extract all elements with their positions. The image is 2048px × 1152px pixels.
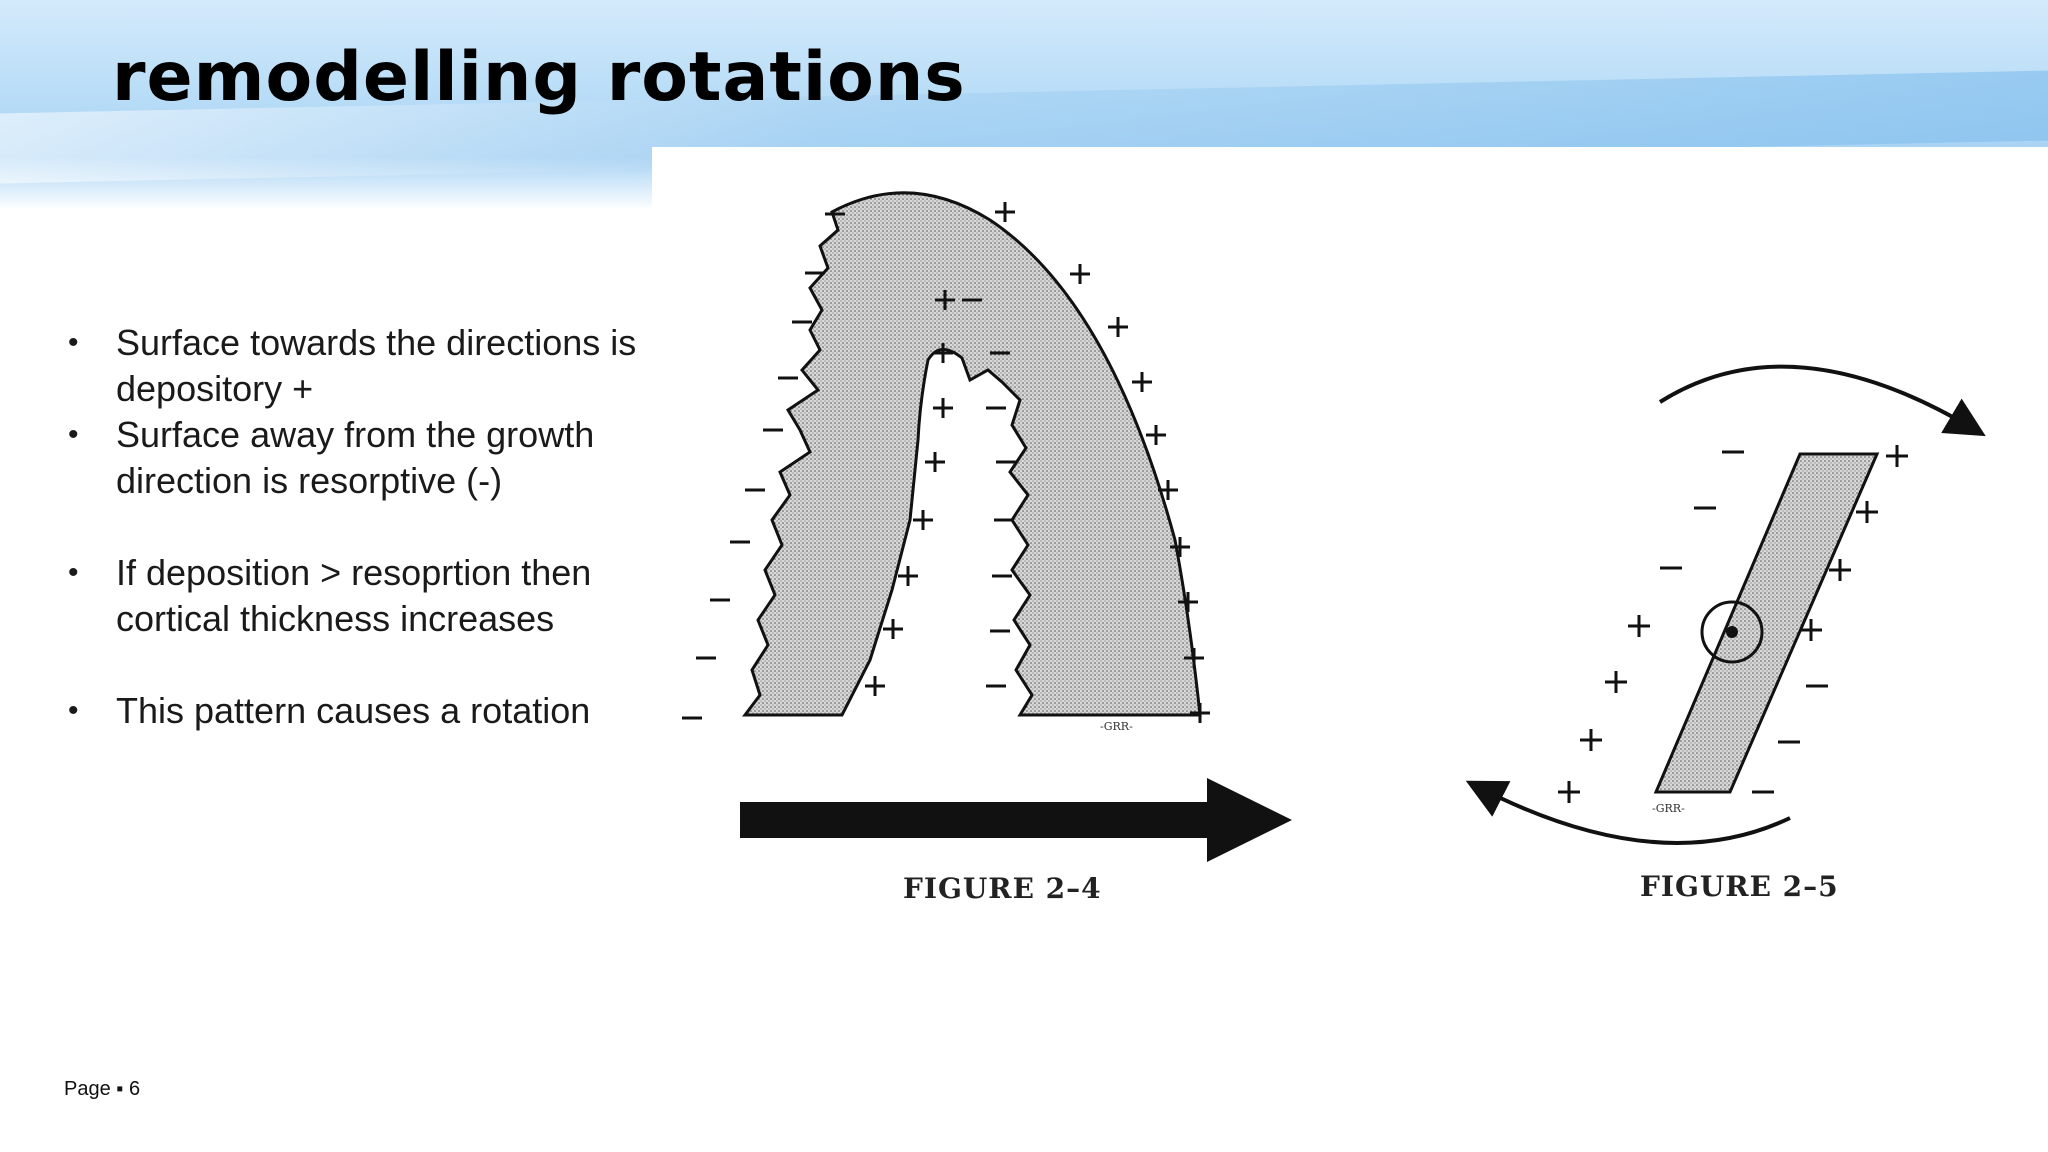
rotation-center-icon (1700, 600, 1764, 664)
bullet-list: • Surface towards the directions is depo… (68, 320, 668, 734)
resorptive-signs-bar (1660, 450, 1828, 794)
bone-arch (742, 191, 1202, 717)
page-number: 6 (128, 1078, 141, 1100)
page-label: Page (64, 1078, 111, 1100)
bullet-dot: • (68, 556, 79, 589)
figure-2-5-diagram: -GRR- (1465, 364, 1986, 845)
bullet-text: If deposition > resoprtion then cortical… (116, 552, 592, 639)
signature-left: -GRR- (1100, 720, 1133, 733)
depository-signs-bar (1558, 445, 1908, 803)
bullet-item: • Surface away from the growth direction… (68, 412, 668, 504)
figure-2-4-caption: FIGURE 2–4 (903, 872, 1102, 905)
signature-right: -GRR- (1652, 802, 1685, 815)
bullet-item: • This pattern causes a rotation (68, 688, 668, 734)
bullet-text: Surface away from the growth direction i… (116, 414, 595, 501)
rotating-bone-bar (1653, 452, 1880, 794)
resorptive-signs-left (682, 212, 845, 720)
rotation-arc-bottom (1465, 780, 1791, 845)
bullet-text: Surface towards the directions is deposi… (116, 322, 637, 409)
resorptive-signs-inner (962, 298, 1016, 688)
figure-2-5-caption: FIGURE 2–5 (1640, 870, 1839, 903)
figure-2-4-diagram: -GRR- (682, 191, 1292, 862)
growth-direction-arrow (740, 778, 1292, 862)
bullet-dot: • (68, 418, 79, 451)
depository-signs-right (995, 202, 1210, 723)
bullet-dot: • (68, 326, 79, 359)
slide-title: remodelling rotations (112, 38, 966, 117)
bullet-dot: • (68, 694, 79, 727)
page-footer: Page ▪ 6 (64, 1078, 140, 1101)
page-separator: ▪ (116, 1078, 124, 1100)
rotation-arc-top (1658, 364, 1986, 437)
depository-signs-inner (865, 290, 955, 696)
bullet-item: • If deposition > resoprtion then cortic… (68, 550, 668, 642)
bullet-text: This pattern causes a rotation (116, 690, 591, 731)
bullet-item: • Surface towards the directions is depo… (68, 320, 668, 412)
